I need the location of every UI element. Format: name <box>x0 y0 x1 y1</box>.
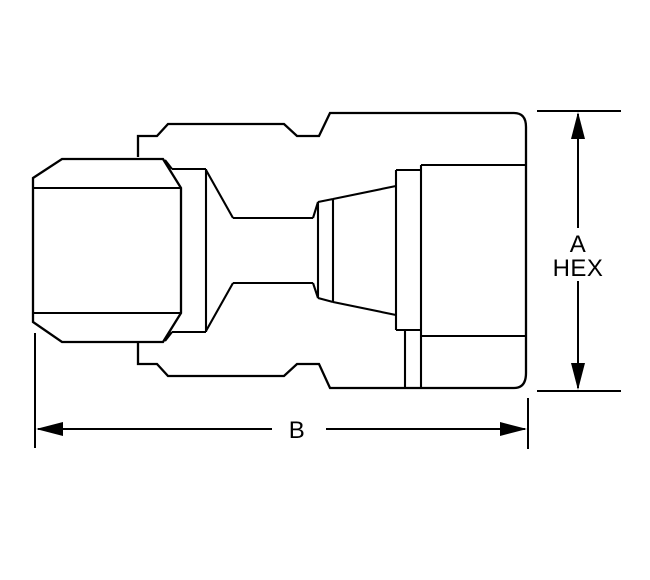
front-cone-lines <box>205 169 234 332</box>
body-outline <box>136 111 528 390</box>
dim-a-arrow-down-icon <box>571 363 585 390</box>
dim-a-label: A <box>570 231 587 258</box>
dim-b-arrow-left-icon <box>36 422 63 436</box>
rear-cone-lines <box>332 184 397 317</box>
dim-b-label: B <box>289 417 306 444</box>
port-bore-lines <box>421 163 526 338</box>
dim-a-hex-label: HEX <box>553 255 604 282</box>
shoulder-lines <box>394 165 423 388</box>
hex-nut-flat-lines <box>33 186 181 315</box>
hex-nut-outline <box>31 157 183 344</box>
ferrule-lines <box>311 197 335 304</box>
center-tube-lines <box>233 216 313 285</box>
dim-a-arrow-up-icon <box>571 112 585 139</box>
dim-b-arrow-right-icon <box>500 422 527 436</box>
washer-section-lines <box>164 159 208 342</box>
dimension-b: B <box>34 333 529 449</box>
dimension-a-hex: A HEX <box>537 110 621 392</box>
